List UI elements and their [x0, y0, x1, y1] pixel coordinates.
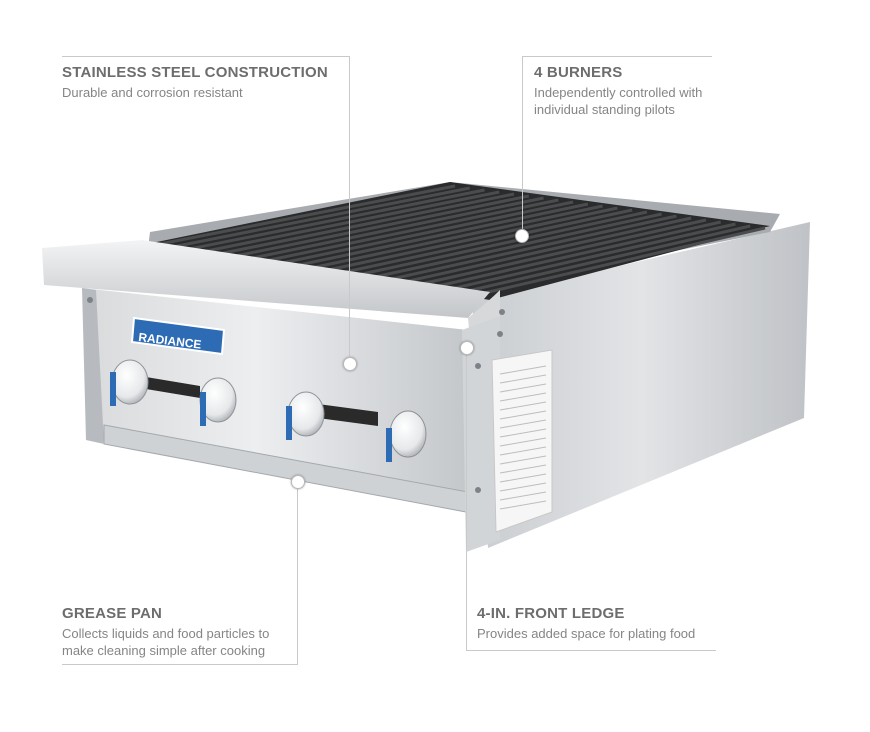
- guide-burners-top: [522, 56, 712, 57]
- label-text-line: [499, 392, 547, 402]
- label-text-line: [499, 446, 547, 456]
- feature-grease-desc: Collects liquids and food particles to ma…: [62, 625, 302, 659]
- grate-bar: [275, 200, 574, 266]
- guide-stainless-top: [62, 56, 350, 57]
- feature-grease-line2: make cleaning simple after cooking: [62, 643, 266, 658]
- label-text-line: [499, 428, 547, 438]
- burner-knob-3: [287, 391, 325, 437]
- burner-slot-right: [318, 404, 378, 426]
- screw: [475, 487, 481, 493]
- hotspot-stainless[interactable]: [343, 357, 357, 371]
- feature-ledge-title: 4-IN. FRONT LEDGE: [477, 605, 625, 622]
- left-leg: [82, 288, 104, 444]
- feature-grease-line1: Collects liquids and food particles to: [62, 626, 270, 641]
- guide-stainless-vertical: [349, 56, 350, 356]
- guide-burners-vertical: [522, 56, 523, 236]
- feature-grease: GREASE PAN Collects liquids and food par…: [62, 605, 302, 659]
- guide-grease-vertical: [297, 482, 298, 664]
- grate-bar: [479, 226, 766, 296]
- feature-burners-line1: Independently controlled with: [534, 85, 703, 100]
- label-text-line: [499, 491, 547, 501]
- grate-bar: [338, 208, 633, 275]
- label-text-line: [499, 419, 547, 429]
- side-panel: [472, 222, 810, 548]
- grate-bar: [416, 218, 707, 287]
- grate-bar: [149, 184, 456, 248]
- grate-bar: [212, 192, 515, 257]
- feature-grease-title: GREASE PAN: [62, 605, 163, 622]
- grate-bar: [291, 202, 589, 269]
- knob-label-4: [386, 428, 392, 462]
- hotspot-burners[interactable]: [515, 229, 529, 243]
- label-text-line: [499, 365, 547, 375]
- feature-stainless: STAINLESS STEEL CONSTRUCTION Durable and…: [62, 64, 362, 101]
- feature-stainless-title: STAINLESS STEEL CONSTRUCTION: [62, 64, 328, 81]
- grate-bar: [463, 224, 751, 294]
- front-ledge: [42, 240, 490, 318]
- feature-stainless-line1: Durable and corrosion resistant: [62, 85, 243, 100]
- grate-bar: [196, 190, 500, 255]
- screw: [475, 363, 481, 369]
- guide-ledge-vertical: [466, 348, 467, 650]
- label-text-line: [499, 374, 547, 384]
- label-text-line: [499, 455, 547, 465]
- grate-bar: [322, 206, 618, 273]
- knob-label-3: [286, 406, 292, 440]
- feature-burners-desc: Independently controlled with individual …: [534, 84, 754, 118]
- knob-label-1: [110, 372, 116, 406]
- grate-bar: [432, 220, 722, 289]
- grate-bar: [448, 222, 736, 291]
- label-text-line: [499, 437, 547, 447]
- right-front-corner: [462, 316, 500, 552]
- label-text-line: [499, 401, 547, 411]
- guide-grease-bottom: [62, 664, 298, 665]
- grill-grates: [142, 182, 770, 300]
- feature-ledge: 4-IN. FRONT LEDGE Provides added space f…: [477, 605, 737, 642]
- screw: [87, 297, 93, 303]
- grate-bar: [259, 198, 559, 264]
- grate-bar: [181, 188, 485, 253]
- feature-ledge-desc: Provides added space for plating food: [477, 625, 737, 642]
- feature-burners-title: 4 BURNERS: [534, 64, 623, 81]
- hotspot-grease[interactable]: [291, 475, 305, 489]
- feature-burners: 4 BURNERS Independently controlled with i…: [534, 64, 754, 118]
- hotspot-ledge[interactable]: [460, 341, 474, 355]
- grate-bar: [165, 186, 471, 250]
- feature-stainless-desc: Durable and corrosion resistant: [62, 84, 362, 101]
- grate-bar: [228, 194, 530, 259]
- burner-slot-left: [140, 376, 200, 398]
- label-text-line: [499, 383, 547, 393]
- screw: [499, 309, 505, 315]
- screw: [497, 331, 503, 337]
- grate-bar: [353, 210, 648, 278]
- label-text-line: [499, 473, 547, 483]
- label-text-line: [499, 482, 547, 492]
- grate-bar: [369, 212, 662, 280]
- label-text-line: [499, 410, 547, 420]
- knob-label-2: [200, 392, 206, 426]
- grate-bar: [243, 196, 544, 262]
- feature-burners-line2: individual standing pilots: [534, 102, 675, 117]
- grate-bar: [401, 216, 692, 285]
- feature-ledge-line1: Provides added space for plating food: [477, 626, 696, 641]
- grate-bar: [306, 204, 603, 271]
- burner-knob-4: [389, 410, 427, 458]
- burner-knob-1: [111, 359, 149, 405]
- grate-bar: [385, 214, 677, 282]
- label-text-line: [499, 500, 547, 510]
- guide-ledge-bottom: [466, 650, 716, 651]
- label-text-line: [499, 464, 547, 474]
- spec-label: [491, 349, 553, 533]
